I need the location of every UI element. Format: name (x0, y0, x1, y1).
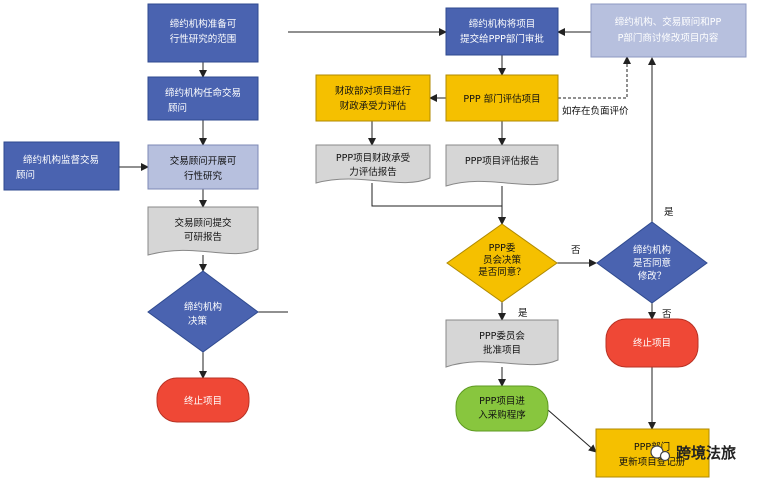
node-n2-line1: 缔约机构任命交易 (165, 87, 241, 99)
node-n14-line2: 员会决策 (483, 254, 522, 266)
node-n12-line1: PPP项目财政承受 (336, 152, 410, 164)
edge-label-no-2: 否 (662, 309, 672, 320)
node-n6: 缔约机构 决策 (147, 270, 259, 353)
node-n6-line1: 缔约机构 (184, 301, 222, 313)
node-n18-line1: PPP项目进 (479, 396, 525, 407)
node-n12: PPP项目财政承受 力评估报告 (315, 144, 431, 184)
watermark-text: 跨境法旅 (676, 444, 736, 462)
node-n16-line2: 批准项目 (483, 344, 521, 356)
node-n11: PPP 部门评估项目 (445, 74, 559, 122)
node-n9-line2: P部门商讨修改项目内容 (618, 32, 719, 44)
node-n10-line1: 财政部对项目进行 (335, 85, 412, 97)
node-n13: PPP项目评估报告 (445, 144, 559, 187)
node-n15-line1: 缔约机构 (633, 244, 671, 256)
node-n15-line2: 是否同意 (633, 257, 671, 269)
node-n6-line2: 决策 (188, 315, 208, 327)
node-n4: 交易顾问开展可 行性研究 (147, 144, 259, 190)
node-n5-line1: 交易顾问提交 (174, 217, 232, 229)
node-n17: 终止项目 (605, 318, 699, 368)
node-n7-text: 终止项目 (184, 395, 222, 407)
node-n10: 财政部对项目进行 财政承受力评估 (315, 74, 431, 122)
node-n18: PPP项目进 入采购程序 (455, 385, 549, 432)
edge-label-no-1: 否 (571, 245, 581, 256)
node-n14-line3: 是否同意？ (478, 266, 526, 278)
node-n11-text: PPP 部门评估项目 (463, 93, 540, 105)
edge-n11-n9-dashed (558, 56, 631, 99)
watermark: 跨境法旅 (650, 444, 736, 462)
node-n16: PPP委员会 批准项目 (445, 319, 559, 368)
node-n1-line2: 行性研究的范围 (170, 33, 237, 45)
node-n13-text: PPP项目评估报告 (465, 155, 539, 167)
node-n8: 缔约机构将项目 提交给PPP部门审批 (445, 7, 559, 56)
node-n5: 交易顾问提交 可研报告 (147, 206, 259, 256)
node-n14-line1: PPP委 (489, 242, 516, 254)
node-n16-line1: PPP委员会 (479, 330, 525, 342)
node-n5-line2: 可研报告 (184, 231, 222, 243)
node-n7: 终止项目 (156, 377, 250, 423)
edge-n12-n14 (371, 183, 506, 225)
edge-label-yes-2: 是 (664, 207, 674, 218)
edge-label-negative: 如存在负面评价 (562, 105, 629, 117)
node-n4-line1: 交易顾问开展可 (170, 155, 237, 167)
edge-label-yes-1: 是 (518, 308, 528, 319)
node-n3-line2: 顾问 (16, 169, 35, 181)
node-n10-line2: 财政承受力评估 (340, 100, 407, 112)
node-n8-line2: 提交给PPP部门审批 (460, 33, 544, 45)
node-n3: 缔约机构监督交易 顾问 (3, 141, 120, 191)
node-n14: PPP委 员会决策 是否同意？ (446, 223, 558, 303)
node-n1-line1: 缔约机构准备可 (170, 18, 237, 30)
node-n12-line2: 力评估报告 (349, 166, 397, 178)
node-n2: 缔约机构任命交易 顾问 (147, 76, 259, 121)
node-n4-line2: 行性研究 (184, 170, 223, 182)
node-n1: 缔约机构准备可 行性研究的范围 (147, 3, 259, 63)
node-n15-line3: 修改？ (638, 270, 667, 282)
node-n3-line1: 缔约机构监督交易 (23, 154, 99, 166)
node-n18-line2: 入采购程序 (478, 409, 526, 421)
node-n9-line1: 缔约机构、交易顾问和PP (615, 16, 722, 28)
node-n15: 缔约机构 是否同意 修改？ (596, 221, 708, 304)
node-n2-line2: 顾问 (168, 102, 187, 114)
connectors (119, 28, 656, 453)
node-n17-text: 终止项目 (633, 337, 671, 349)
node-n9: 缔约机构、交易顾问和PP P部门商讨修改项目内容 (590, 3, 747, 58)
node-n8-line1: 缔约机构将项目 (469, 18, 536, 30)
edge-n18-n19 (547, 409, 597, 453)
